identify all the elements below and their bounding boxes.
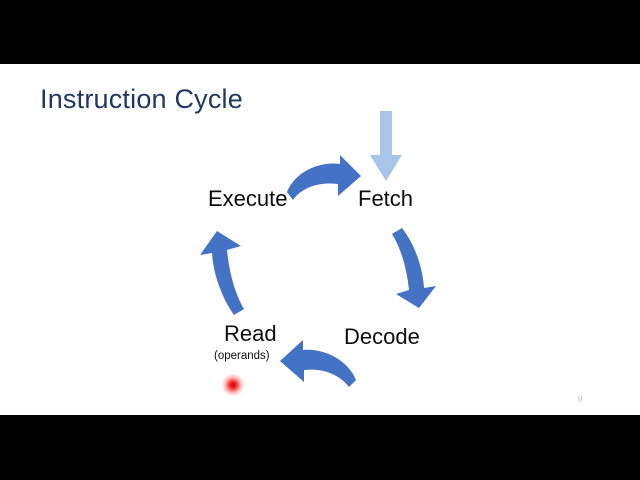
letterbox-bar-bottom <box>0 415 640 480</box>
arrow-fetch-to-decode-icon <box>392 228 436 308</box>
cycle-node-fetch: Fetch <box>358 186 414 211</box>
cycle-node-execute: Execute <box>208 186 288 211</box>
cycle-node-read-subtext: (operands) <box>214 350 270 362</box>
cycle-node-read: Read <box>224 321 277 346</box>
arrow-execute-to-fetch-icon <box>287 155 361 200</box>
slide-page-number: 9 <box>578 394 583 404</box>
page-title: Instruction Cycle <box>40 84 243 114</box>
cycle-node-decode: Decode <box>344 324 420 349</box>
laser-pointer-dot <box>222 374 244 396</box>
presentation-slide: Instruction Cycle Execute Fetch Decode R… <box>0 64 640 415</box>
arrow-entry-into-fetch-icon <box>370 111 402 181</box>
letterbox-bar-top <box>0 0 640 64</box>
arrow-read-to-execute-icon <box>200 231 244 315</box>
arrow-decode-to-read-icon <box>280 340 356 387</box>
